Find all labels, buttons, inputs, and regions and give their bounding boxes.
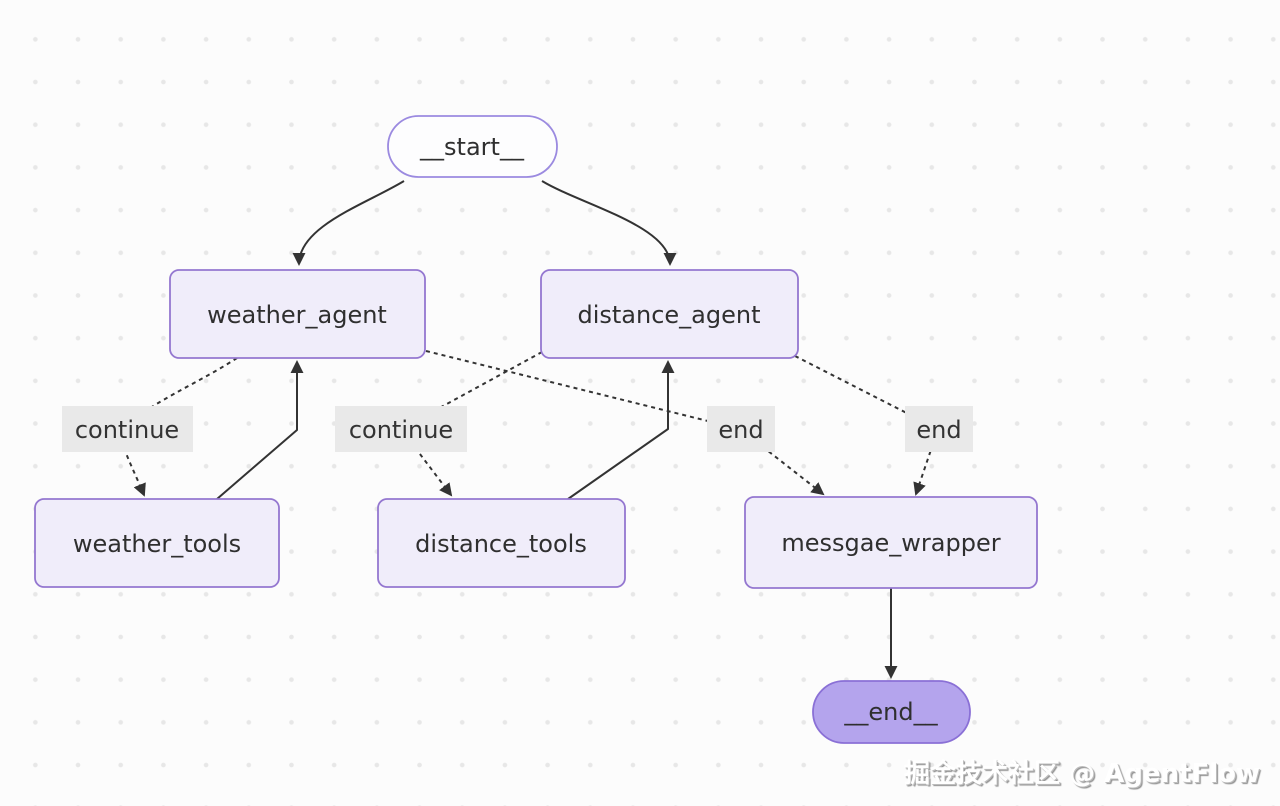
- edge-distance-tools-to-distance-agent: [567, 360, 675, 500]
- edge-label-distance-continue-text: continue: [349, 416, 453, 444]
- node-messgae-wrapper-label: messgae_wrapper: [781, 529, 1000, 557]
- node-weather-tools-label: weather_tools: [73, 530, 241, 558]
- node-weather-tools: weather_tools: [34, 498, 280, 588]
- node-weather-agent-label: weather_agent: [207, 301, 387, 329]
- edge-label-distance-end-text: end: [916, 416, 961, 444]
- edge-label-weather-end: end: [707, 406, 775, 452]
- edge-start-to-weather-agent: [292, 180, 405, 266]
- node-weather-agent: weather_agent: [169, 269, 426, 359]
- node-distance-tools-label: distance_tools: [415, 530, 587, 558]
- node-start: __start__: [387, 115, 558, 178]
- node-start-label: __start__: [419, 133, 525, 161]
- edge-label-weather-continue: continue: [62, 406, 193, 452]
- node-distance-agent-label: distance_agent: [577, 301, 760, 329]
- watermark: 掘金技术社区 @ AgentFlow: [904, 759, 1260, 789]
- edge-start-to-distance-agent: [541, 180, 677, 266]
- node-distance-tools: distance_tools: [377, 498, 626, 588]
- edge-label-distance-continue: continue: [335, 406, 467, 452]
- edge-label-distance-end: end: [905, 406, 973, 452]
- node-messgae-wrapper: messgae_wrapper: [744, 496, 1038, 589]
- edge-label-weather-continue-text: continue: [75, 416, 179, 444]
- edge-weather-tools-to-weather-agent: [216, 360, 304, 500]
- node-end: __end__: [812, 680, 971, 744]
- edge-label-weather-end-text: end: [718, 416, 763, 444]
- node-distance-agent: distance_agent: [540, 269, 799, 359]
- node-end-label: __end__: [843, 698, 938, 726]
